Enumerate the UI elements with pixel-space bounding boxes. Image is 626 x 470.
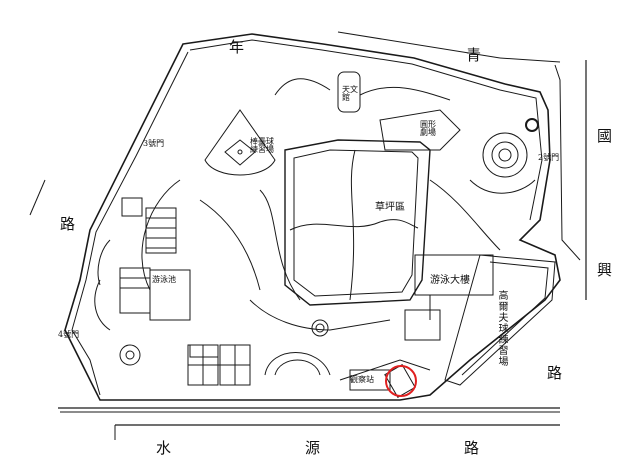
gate-2-label: 2號門 [538, 153, 560, 162]
golf-range [444, 254, 556, 386]
road-label-nian: 年 [229, 38, 245, 56]
west-pool-label: 游泳池 [152, 275, 176, 284]
road-label-xing: 興 [597, 261, 613, 279]
baseball-label: 棒壘球練習場 [250, 137, 274, 154]
road-label-west-lu: 路 [60, 215, 76, 233]
road-label-yuan: 源 [305, 439, 321, 457]
pool-label: 游泳大樓 [430, 275, 470, 286]
target-circle-icon [385, 365, 417, 397]
baseball-field [204, 109, 276, 176]
lawn-area [284, 139, 431, 306]
park-boundary [64, 33, 561, 401]
north-building-label: 天文館 [342, 85, 358, 102]
road-label-guo: 國 [597, 127, 613, 145]
road-label-qing: 青 [466, 46, 482, 64]
road-label-guoxing-lu: 路 [547, 364, 563, 382]
gate-4-label: 4號門 [58, 330, 80, 339]
golf-label: 高爾夫球練習場 [496, 290, 507, 367]
east-hall-label: 圓形劇場 [420, 120, 436, 137]
road-label-shui: 水 [156, 439, 172, 457]
gate-3-label: 3號門 [143, 139, 165, 148]
lawn-label: 草坪區 [375, 202, 405, 213]
road-label-shuiyuan-lu: 路 [464, 439, 480, 457]
guancha-label: 觀察站 [350, 375, 374, 384]
